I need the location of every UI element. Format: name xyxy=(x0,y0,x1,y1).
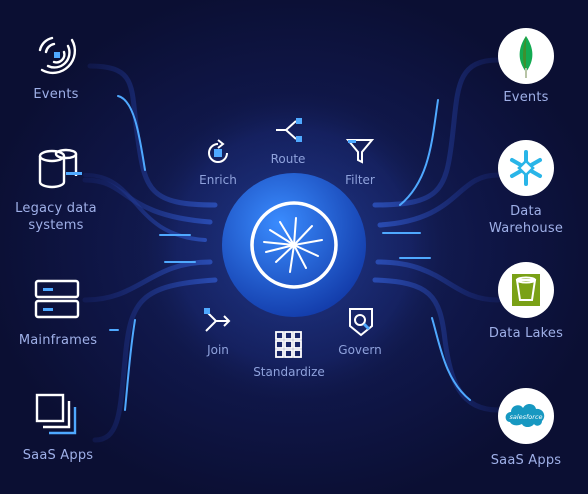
op-govern-label: Govern xyxy=(338,343,382,357)
wire-warehouse-right xyxy=(377,172,501,228)
wire-mainframes-left xyxy=(82,259,213,303)
signal-waves-icon xyxy=(38,36,77,75)
hub-ring xyxy=(250,201,338,289)
snowflake-icon xyxy=(510,150,542,186)
op-enrich-label: Enrich xyxy=(199,173,237,187)
wire-highlight-1 xyxy=(117,95,146,171)
salesforce-cloud-icon: salesforce xyxy=(505,403,545,427)
database-icon xyxy=(38,148,82,189)
wire-highlight-5 xyxy=(124,319,136,411)
route-icon xyxy=(276,118,302,142)
op-filter-label: Filter xyxy=(345,173,375,187)
dest-saas-label: SaaS Apps xyxy=(490,453,562,468)
dest-warehouse-label: Data Warehouse xyxy=(488,204,564,236)
right-wires xyxy=(372,57,501,413)
govern-icon xyxy=(349,308,373,337)
op-join-label: Join xyxy=(207,343,229,357)
windows-stack-icon xyxy=(35,393,77,435)
salesforce-logo-text: salesforce xyxy=(509,413,542,421)
wire-highlight-9 xyxy=(431,317,471,401)
source-saas-label: SaaS Apps xyxy=(22,448,94,463)
grid-icon xyxy=(275,331,302,358)
wire-highlight-6 xyxy=(399,99,439,206)
enrich-icon xyxy=(208,139,228,163)
burst-logo-icon xyxy=(263,217,323,273)
op-route-label: Route xyxy=(270,152,306,166)
source-mainframes-label: Mainframes xyxy=(18,333,98,348)
snowflake-destination xyxy=(498,140,554,196)
salesforce-destination: salesforce xyxy=(498,388,554,444)
server-icon xyxy=(34,279,80,319)
bucket-icon xyxy=(512,274,540,306)
wire-lakes-right xyxy=(375,259,501,303)
left-wires xyxy=(82,63,218,443)
op-standardize-label: Standardize xyxy=(253,365,325,379)
wire-events-left xyxy=(87,63,218,208)
join-icon xyxy=(204,308,231,332)
wire-saas-left xyxy=(92,277,218,443)
filter-icon xyxy=(345,139,375,164)
mongodb-leaf-icon xyxy=(519,36,533,78)
source-legacy-label: Legacy data systems xyxy=(15,201,97,233)
dest-events-label: Events xyxy=(503,90,549,105)
dest-lakes-label: Data Lakes xyxy=(488,326,564,341)
wire-saas-right xyxy=(372,277,501,413)
mongodb-destination xyxy=(498,28,554,84)
datalake-destination xyxy=(498,262,554,318)
wire-events-right xyxy=(372,57,501,208)
source-events-label: Events xyxy=(33,87,79,102)
